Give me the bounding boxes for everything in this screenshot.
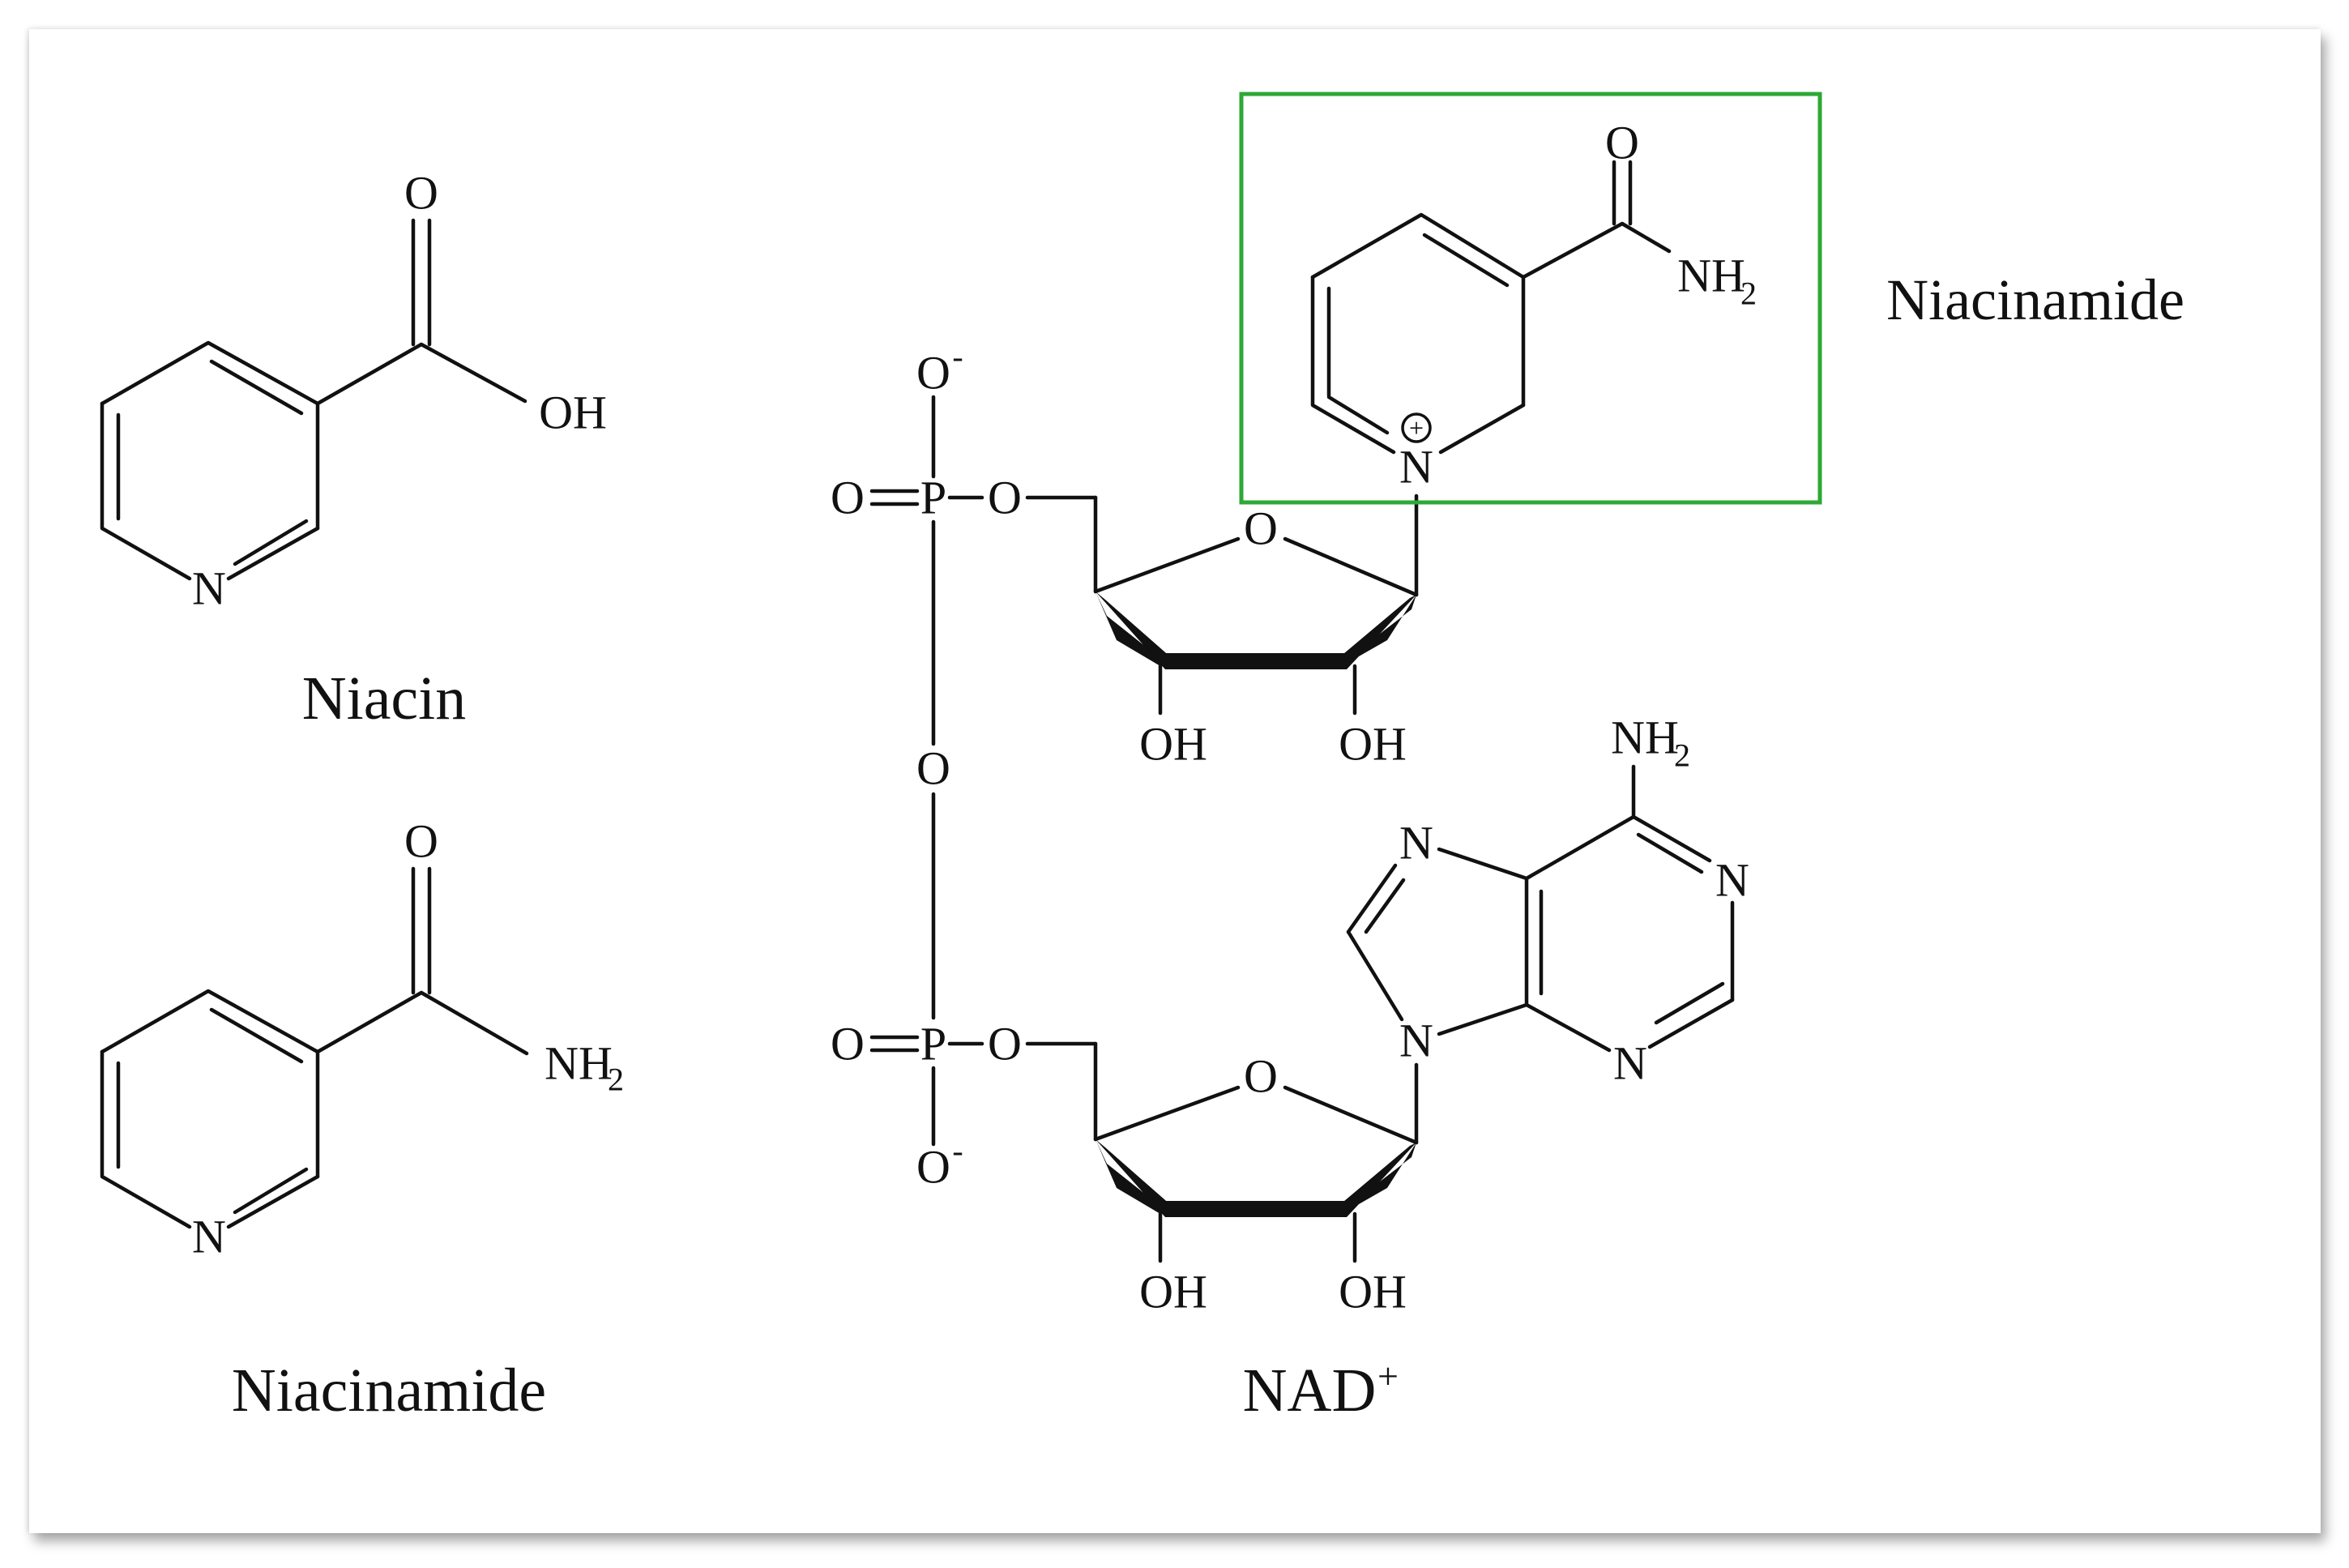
phosphate-o-ester-top: O	[988, 472, 1022, 524]
pyridinium-n-atom: N	[1399, 441, 1433, 493]
niacin-n-atom: N	[192, 562, 226, 615]
niacin-structure: N O OH	[100, 167, 607, 615]
phosphate-o-ester-bottom: O	[988, 1018, 1022, 1070]
adenine-n7-atom: N	[1399, 817, 1433, 869]
boxed-niacinamide-label: Niacinamide	[1886, 267, 2185, 332]
ribose-oh-bottom-left: OH	[1139, 1266, 1207, 1318]
minus-sign: -	[952, 1133, 963, 1169]
ribose-o-bottom: O	[1244, 1050, 1278, 1103]
phosphate-o-minus-top: O	[916, 347, 950, 399]
niacinamide-o-atom: O	[404, 815, 438, 868]
figure-card	[29, 29, 2321, 1533]
nad-label: NAD	[1243, 1357, 1377, 1425]
niacinamide-label: Niacinamide	[232, 1357, 546, 1425]
adenine-subscript: 2	[1674, 737, 1690, 774]
minus-sign: -	[952, 339, 963, 375]
amide-o-atom: O	[1605, 117, 1639, 169]
phosphate-o-double-bottom: O	[831, 1018, 865, 1070]
niacinamide-subscript: 2	[608, 1062, 624, 1098]
nad-structure: O - O P O O O OH OH N	[831, 117, 1757, 1318]
niacin-label: Niacin	[302, 664, 467, 733]
niacin-o-atom: O	[404, 167, 438, 220]
positive-charge-icon	[1401, 412, 1432, 443]
phosphate-o-double-top: O	[831, 472, 865, 524]
phosphorus-top: P	[920, 472, 946, 524]
adenine-nh-group: NH	[1611, 711, 1679, 764]
bridging-o-atom: O	[916, 742, 950, 795]
phosphate-o-minus-bottom: O	[916, 1141, 950, 1194]
niacinamide-highlight-box	[1239, 92, 1822, 505]
adenine-n9-atom: N	[1399, 1015, 1433, 1067]
niacinamide-nh-group: NH	[545, 1037, 613, 1090]
niacin-inner-bond	[209, 359, 304, 416]
phosphorus-bottom: P	[920, 1018, 946, 1070]
positive-charge-sign: +	[1409, 413, 1424, 442]
nad-charge-superscript: +	[1377, 1356, 1399, 1397]
ribose-oh-bottom-right: OH	[1339, 1266, 1407, 1318]
niacinamide-structure: N O NH 2	[100, 815, 624, 1263]
ribose-oh-top-right: OH	[1339, 718, 1407, 771]
niacinamide-n-atom: N	[192, 1211, 226, 1263]
niacin-oh-group: OH	[539, 387, 607, 439]
ribose-o-top: O	[1244, 502, 1278, 555]
niacin-inner-bond	[233, 519, 309, 566]
adenine-n1-atom: N	[1715, 854, 1749, 907]
amide-subscript: 2	[1740, 276, 1757, 312]
ribose-oh-top-left: OH	[1139, 718, 1207, 771]
adenine-n3-atom: N	[1613, 1037, 1647, 1090]
amide-nh-group: NH	[1677, 250, 1745, 302]
